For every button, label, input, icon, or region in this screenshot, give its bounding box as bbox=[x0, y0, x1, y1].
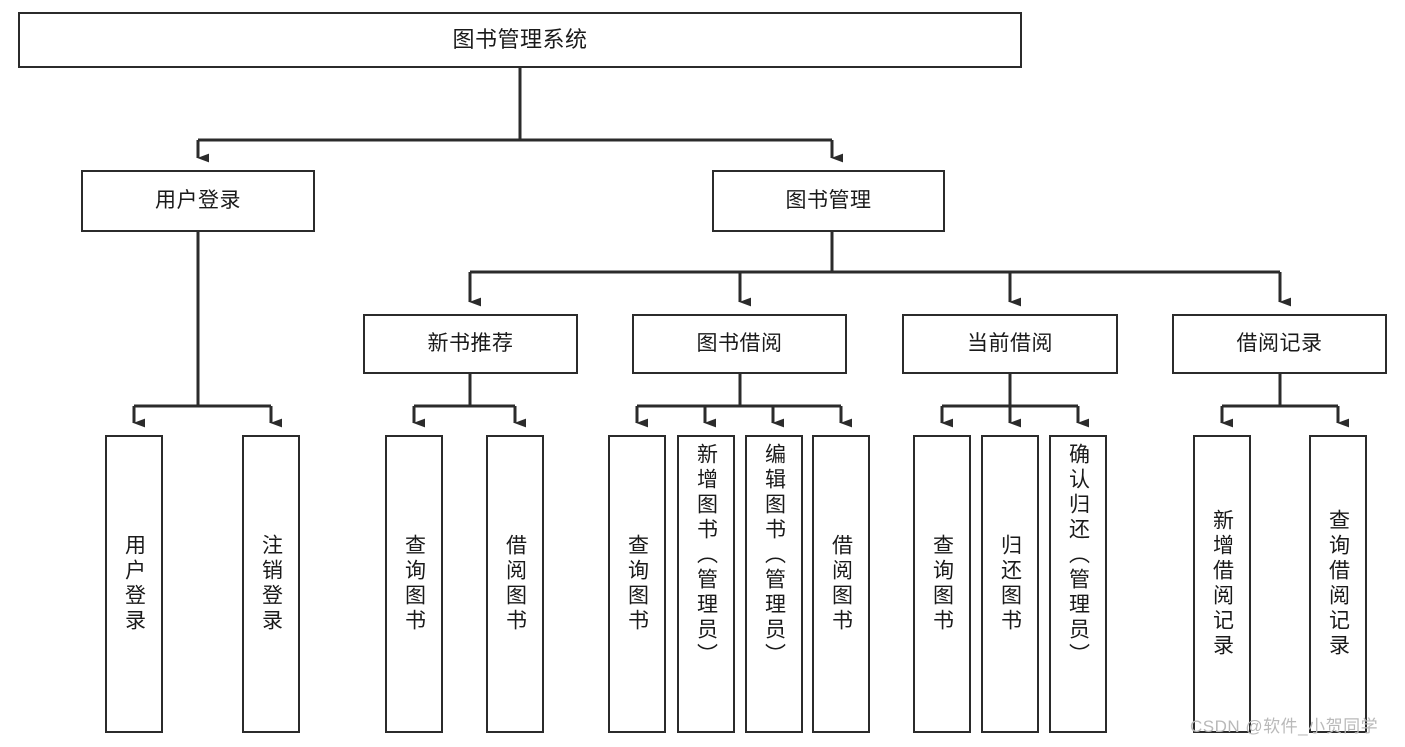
node-label: 借阅记录 bbox=[1236, 331, 1323, 355]
node-label: 借阅图书 bbox=[503, 534, 527, 634]
node-label: 用户登录 bbox=[122, 534, 146, 634]
node-label: 编辑图书（管理员） bbox=[762, 443, 786, 668]
node-label: 确认归还（管理员） bbox=[1066, 443, 1090, 668]
node-label: 归还图书 bbox=[998, 534, 1022, 634]
leaf-recommend-query-book[interactable]: 查询图书 bbox=[385, 435, 443, 733]
node-borrow-record[interactable]: 借阅记录 bbox=[1172, 314, 1387, 374]
node-label: 新增图书（管理员） bbox=[694, 443, 718, 668]
node-label: 新增借阅记录 bbox=[1210, 509, 1234, 659]
watermark: CSDN @软件_小贺同学 bbox=[1190, 717, 1379, 736]
leaf-user-logout[interactable]: 注销登录 bbox=[242, 435, 300, 733]
leaf-borrow-borrow-book[interactable]: 借阅图书 bbox=[812, 435, 870, 733]
leaf-record-query-record[interactable]: 查询借阅记录 bbox=[1309, 435, 1367, 733]
node-label: 借阅图书 bbox=[829, 534, 853, 634]
node-label: 新书推荐 bbox=[427, 331, 514, 355]
node-label: 图书管理 bbox=[785, 188, 872, 212]
node-label: 查询借阅记录 bbox=[1326, 509, 1350, 659]
node-book-management[interactable]: 图书管理 bbox=[712, 170, 945, 232]
leaf-borrow-query-book[interactable]: 查询图书 bbox=[608, 435, 666, 733]
leaf-borrow-add-book-admin[interactable]: 新增图书（管理员） bbox=[677, 435, 735, 733]
node-user-login[interactable]: 用户登录 bbox=[81, 170, 315, 232]
node-label: 查询图书 bbox=[930, 534, 954, 634]
leaf-borrow-edit-book-admin[interactable]: 编辑图书（管理员） bbox=[745, 435, 803, 733]
node-label: 图书管理系统 bbox=[452, 27, 588, 53]
node-root[interactable]: 图书管理系统 bbox=[18, 12, 1022, 68]
node-label: 注销登录 bbox=[259, 534, 283, 634]
node-label: 查询图书 bbox=[402, 534, 426, 634]
leaf-recommend-borrow-book[interactable]: 借阅图书 bbox=[486, 435, 544, 733]
leaf-user-login[interactable]: 用户登录 bbox=[105, 435, 163, 733]
leaf-current-query-book[interactable]: 查询图书 bbox=[913, 435, 971, 733]
node-book-borrow[interactable]: 图书借阅 bbox=[632, 314, 847, 374]
node-new-book-recommend[interactable]: 新书推荐 bbox=[363, 314, 578, 374]
node-label: 用户登录 bbox=[155, 188, 241, 212]
leaf-record-add-record[interactable]: 新增借阅记录 bbox=[1193, 435, 1251, 733]
node-current-borrow[interactable]: 当前借阅 bbox=[902, 314, 1118, 374]
node-label: 图书借阅 bbox=[696, 331, 783, 355]
node-label: 查询图书 bbox=[625, 534, 649, 634]
leaf-current-confirm-return-admin[interactable]: 确认归还（管理员） bbox=[1049, 435, 1107, 733]
leaf-current-return-book[interactable]: 归还图书 bbox=[981, 435, 1039, 733]
node-label: 当前借阅 bbox=[967, 331, 1053, 355]
